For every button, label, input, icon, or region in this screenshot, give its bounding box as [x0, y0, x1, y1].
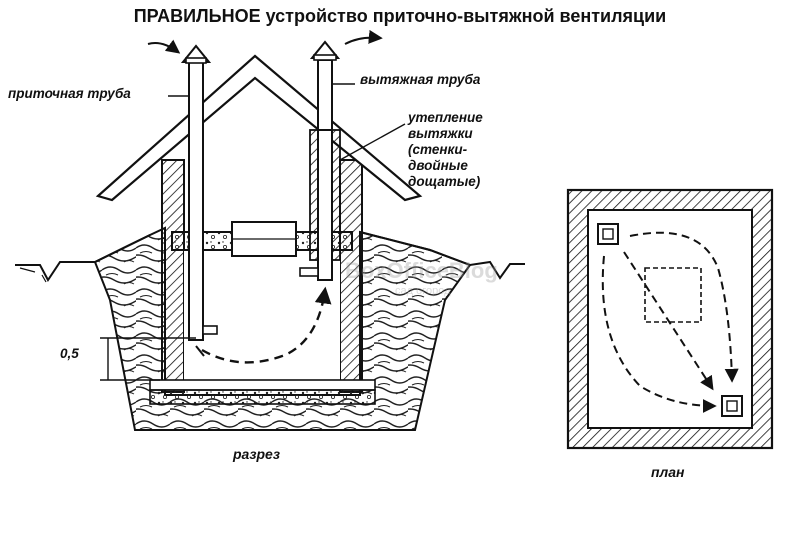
- airflow-plan-diagonal: [623, 251, 714, 391]
- label-insulation: утепление вытяжки (стенки- двойные дощат…: [408, 110, 483, 189]
- dimension-line: [100, 337, 196, 381]
- watermark-sub: сад огород: [395, 285, 451, 297]
- floor-slab: [149, 379, 376, 391]
- outflow-arrow: [344, 29, 383, 45]
- supply-pipe: [188, 61, 204, 341]
- page-title: ПРАВИЛЬНОЕ устройство приточно-вытяжной …: [133, 6, 667, 26]
- label-section: разрез: [233, 446, 280, 462]
- label-dimension: 0,5: [60, 346, 79, 361]
- label-supply-pipe: приточная труба: [8, 86, 131, 101]
- watermark-main: BoxOfficeBlog: [345, 258, 498, 283]
- wall-left: [161, 159, 185, 393]
- plan-view: [566, 188, 774, 450]
- watermark: BoxOfficeBlog сад огород: [345, 258, 498, 297]
- airflow-section: [201, 286, 332, 364]
- airflow-plan-left: [601, 255, 717, 413]
- label-exhaust-pipe: вытяжная труба: [360, 72, 481, 87]
- floor-base: [149, 389, 376, 405]
- inflow-arrow: [147, 39, 181, 54]
- airflow-plan-top: [629, 231, 739, 383]
- plan-center-hatch: [644, 267, 702, 323]
- section-view: [15, 29, 525, 431]
- label-plan: план: [651, 464, 685, 480]
